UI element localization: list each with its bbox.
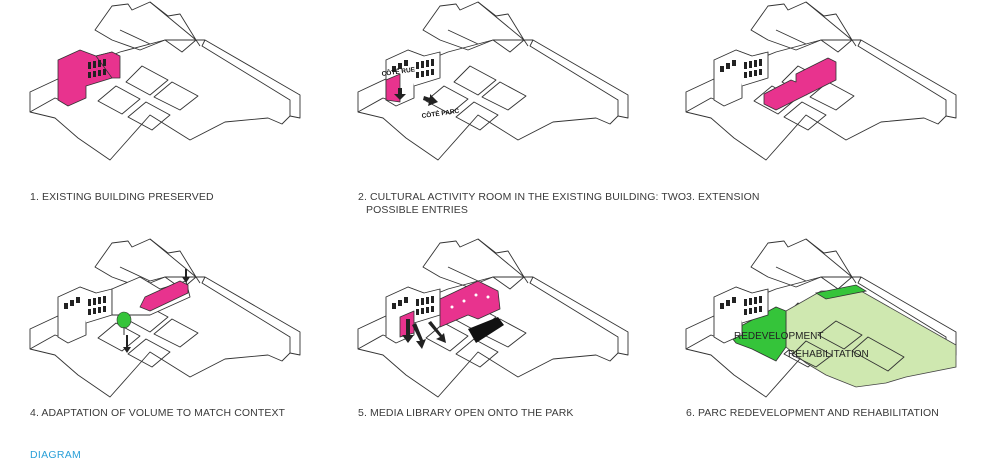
shadow-wedge — [468, 317, 504, 343]
diagram-panel-6: REDEVELOPMENT REHABILITATION — [656, 237, 957, 398]
redevelopment-area — [727, 284, 868, 362]
caption-4: 4. ADAPTATION OF VOLUME TO MATCH CONTEXT — [30, 407, 286, 419]
site-diagram-6: REDEVELOPMENT REHABILITATION — [685, 238, 957, 398]
label-redevelopment: REDEVELOPMENT — [734, 331, 823, 342]
site-diagram-2: CÔTÉ RUE CÔTÉ PARC — [357, 1, 629, 161]
diagram-panel-1 — [0, 0, 301, 161]
diagram-footer-label: DIAGRAM — [30, 449, 82, 461]
caption-5: 5. MEDIA LIBRARY OPEN ONTO THE PARK — [358, 407, 574, 419]
caption-1: 1. EXISTING BUILDING PRESERVED — [30, 191, 214, 203]
diagram-panel-3 — [656, 0, 957, 161]
site-diagram-4 — [29, 238, 301, 398]
caption-2-line-2: POSSIBLE ENTRIES — [366, 204, 468, 216]
entry-arrow-street — [394, 88, 406, 100]
down-arrow-icon-2 — [182, 269, 190, 283]
caption-2: 2. CULTURAL ACTIVITY ROOM IN THE EXISTIN… — [358, 191, 686, 217]
entry-arrow-park — [423, 94, 438, 106]
diagram-panel-2: CÔTÉ RUE CÔTÉ PARC — [328, 0, 629, 161]
extension-volume — [763, 57, 837, 111]
site-diagram-3 — [685, 1, 957, 161]
tree-icon — [116, 311, 132, 335]
open-arrow-1 — [412, 323, 426, 349]
caption-3: 3. EXTENSION — [686, 191, 760, 203]
caption-2-line-1: 2. CULTURAL ACTIVITY ROOM IN THE EXISTIN… — [358, 191, 687, 203]
open-arrow-3 — [402, 319, 414, 343]
down-arrow-icon — [123, 335, 131, 353]
site-diagram-5 — [357, 238, 629, 398]
diagram-panel-4 — [0, 237, 301, 398]
site-diagram-1 — [29, 1, 301, 161]
adapted-volume — [139, 280, 189, 312]
tag-cote-parc: CÔTÉ PARC — [421, 106, 460, 120]
diagram-panel-5 — [328, 237, 629, 398]
label-rehabilitation: REHABILITATION — [788, 349, 869, 360]
existing-building-highlight — [57, 49, 121, 107]
media-library-volume — [439, 280, 501, 328]
open-arrow-2 — [428, 321, 446, 343]
caption-6: 6. PARC REDEVELOPMENT AND REHABILITATION — [686, 407, 939, 419]
